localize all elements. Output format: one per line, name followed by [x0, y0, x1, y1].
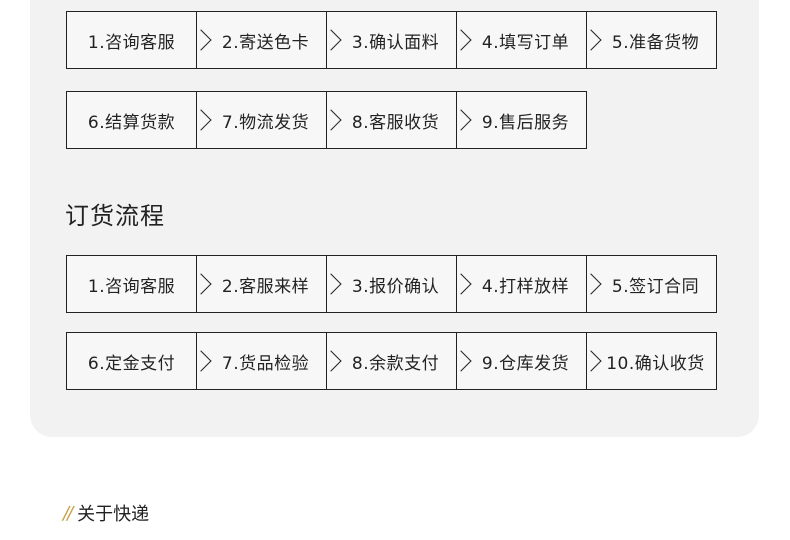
- flow-step-label: 4.打样放样: [481, 276, 570, 297]
- flow-step: 2.寄送色卡: [190, 11, 327, 69]
- flow-step: 7.货品检验: [190, 332, 327, 390]
- flow-step: 2.客服来样: [190, 255, 327, 313]
- flow-step-label: 9.售后服务: [481, 112, 570, 133]
- order-flow-title: 订货流程: [65, 202, 165, 230]
- flow-step: 4.打样放样: [450, 255, 587, 313]
- flow-step: 3.确认面料: [320, 11, 457, 69]
- flow-step: 8.客服收货: [320, 91, 457, 149]
- flow-step-label: 2.寄送色卡: [221, 32, 310, 53]
- express-title: 关于快递: [77, 504, 150, 525]
- flow-step-label: 7.物流发货: [221, 112, 310, 133]
- flow-step: 6.结算货款: [66, 91, 197, 149]
- express-heading: // 关于快递: [63, 500, 149, 526]
- flow-step-label: 8.余款支付: [351, 353, 440, 374]
- flow-step-label: 9.仓库发货: [481, 353, 570, 374]
- flow-step-label: 7.货品检验: [221, 353, 310, 374]
- flow-step: 8.余款支付: [320, 332, 457, 390]
- flow-step: 5.准备货物: [580, 11, 717, 69]
- double-slash-icon: //: [63, 502, 73, 524]
- flow-step-label: 5.签订合同: [611, 276, 700, 297]
- flow-step: 6.定金支付: [66, 332, 197, 390]
- flow-step: 5.签订合同: [580, 255, 717, 313]
- flow-step-label: 1.咨询客服: [87, 276, 176, 297]
- flow-step-label: 10.确认收货: [606, 353, 705, 374]
- flow-step: 3.报价确认: [320, 255, 457, 313]
- order-flow-row-2: 6.定金支付 7.货品检验 8.余款支付 9.仓库发货 10.确认收货: [66, 332, 717, 392]
- flow-step: 9.仓库发货: [450, 332, 587, 390]
- flow-step-label: 8.客服收货: [351, 112, 440, 133]
- order-flow-row-1: 1.咨询客服 2.客服来样 3.报价确认 4.打样放样 5.签订合同: [66, 255, 717, 315]
- flow-step-label: 3.报价确认: [351, 276, 440, 297]
- flow-step-label: 4.填写订单: [481, 32, 570, 53]
- flow-step-label: 3.确认面料: [351, 32, 440, 53]
- flow-step: 4.填写订单: [450, 11, 587, 69]
- flow-step: 9.售后服务: [450, 91, 587, 149]
- flow-step-label: 1.咨询客服: [87, 32, 176, 53]
- flow-step: 7.物流发货: [190, 91, 327, 149]
- flow-step: 1.咨询客服: [66, 255, 197, 313]
- sample-flow-row-2: 6.结算货款 7.物流发货 8.客服收货 9.售后服务: [66, 91, 587, 151]
- flow-step-label: 2.客服来样: [221, 276, 310, 297]
- flow-step: 10.确认收货: [580, 332, 717, 390]
- flow-step-label: 6.定金支付: [87, 353, 176, 374]
- flow-step-label: 6.结算货款: [87, 112, 176, 133]
- flow-step-label: 5.准备货物: [611, 32, 700, 53]
- sample-flow-row-1: 1.咨询客服 2.寄送色卡 3.确认面料 4.填写订单 5.准备货物: [66, 11, 717, 71]
- flow-step: 1.咨询客服: [66, 11, 197, 69]
